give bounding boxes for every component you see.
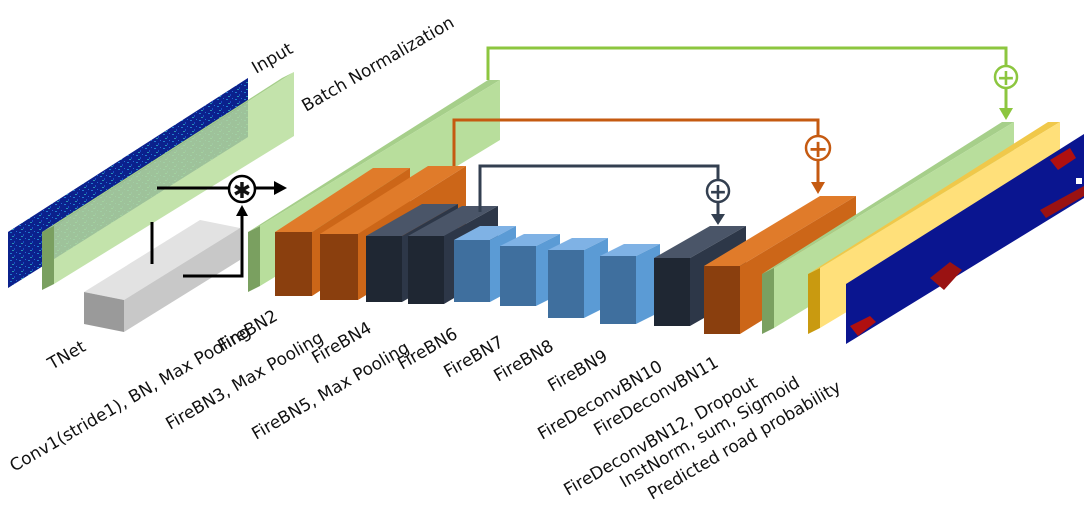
orange-skip-connection: + <box>452 118 832 194</box>
label-firebn2: FireBN2 <box>215 306 282 356</box>
dark-sum-icon <box>705 178 731 204</box>
batch-normalization-layer <box>42 72 294 290</box>
prediction-map <box>846 134 1084 344</box>
tnet-block <box>84 220 240 332</box>
dark-plus-symbol: + <box>709 180 727 205</box>
dark-skip-connection: + <box>478 164 731 225</box>
label-tnet: TNet <box>44 337 90 375</box>
firebn9-block <box>600 244 660 324</box>
green-skip-connection: + <box>486 46 1019 120</box>
multiply-icon <box>227 174 257 204</box>
multiply-symbol: ✱ <box>233 179 251 204</box>
orange-plus-symbol: + <box>808 135 828 163</box>
firebn8-block <box>548 238 608 318</box>
green-plus-symbol: + <box>997 66 1015 91</box>
orange-sum-icon <box>804 134 832 162</box>
green-sum-icon <box>993 64 1019 90</box>
tnet-multiply-connection: ✱ <box>150 174 287 278</box>
label-batch-normalization: Batch Normalization <box>299 13 458 117</box>
label-input: Input <box>249 39 297 78</box>
